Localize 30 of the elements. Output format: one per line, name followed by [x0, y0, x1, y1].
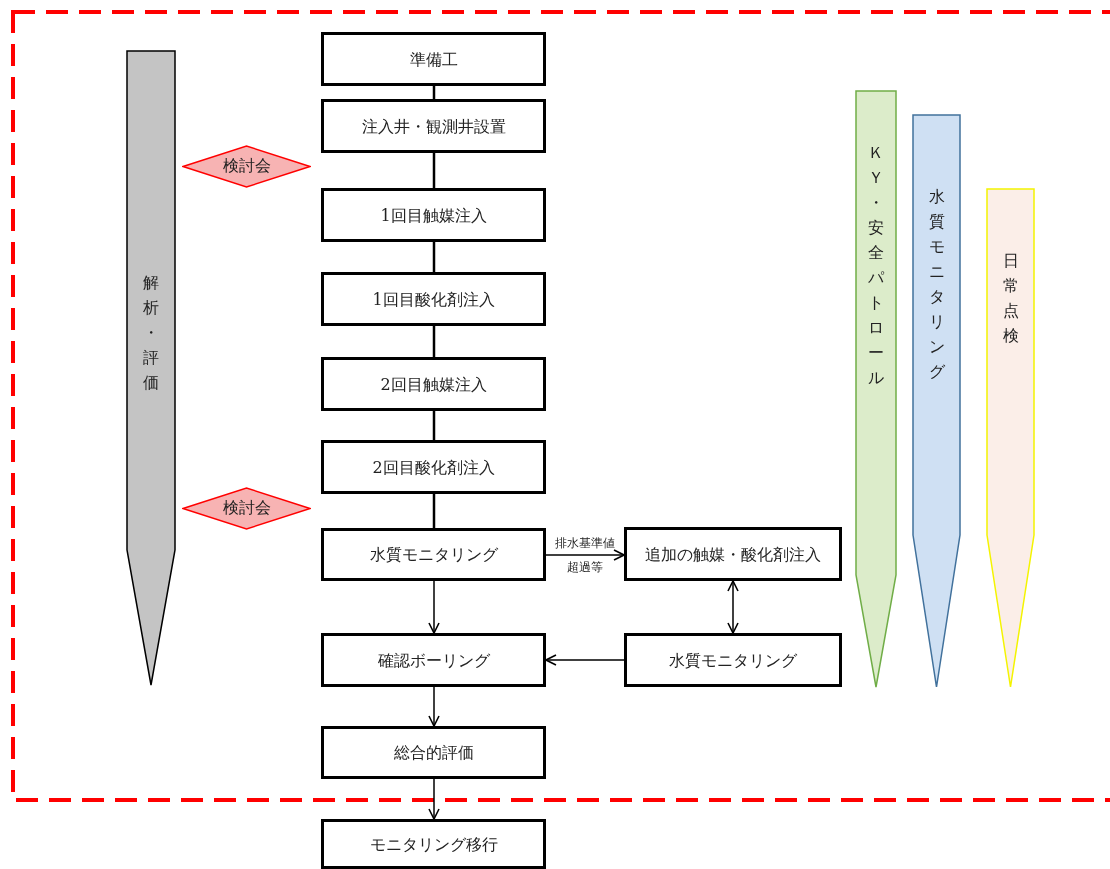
meeting-diamond: 検討会 — [182, 487, 311, 530]
process-box: モニタリング移行 — [321, 819, 546, 869]
connector-line — [432, 242, 436, 272]
arrow — [428, 778, 440, 820]
arrow — [545, 654, 625, 666]
arrow — [727, 580, 739, 634]
process-box: 注入井・観測井設置 — [321, 99, 546, 153]
timeline-pencil: 水質モニタリング — [912, 114, 961, 688]
timeline-pencil: ＫＹ・安全パトロール — [855, 90, 897, 688]
connector-line — [432, 326, 436, 357]
process-box: 2回目酸化剤注入 — [321, 440, 546, 494]
connector-line — [432, 411, 436, 440]
process-box: 1回目酸化剤注入 — [321, 272, 546, 326]
process-box: 水質モニタリング — [321, 528, 546, 581]
process-box: 確認ボーリング — [321, 633, 546, 687]
arrow — [428, 580, 440, 634]
timeline-pencil: 解析・評価 — [126, 50, 176, 686]
process-box: 1回目触媒注入 — [321, 188, 546, 242]
connector-line — [432, 494, 436, 528]
arrow — [545, 549, 625, 561]
arrow — [428, 686, 440, 727]
process-box: 総合的評価 — [321, 726, 546, 779]
process-box: 追加の触媒・酸化剤注入 — [624, 527, 842, 581]
timeline-pencil: 日常点検 — [986, 188, 1035, 688]
edge-label: 排水基準値超過等 — [554, 535, 616, 576]
process-box: 準備工 — [321, 32, 546, 86]
meeting-diamond: 検討会 — [182, 145, 311, 188]
process-box: 2回目触媒注入 — [321, 357, 546, 411]
connector-line — [432, 153, 436, 188]
process-box: 水質モニタリング — [624, 633, 842, 687]
